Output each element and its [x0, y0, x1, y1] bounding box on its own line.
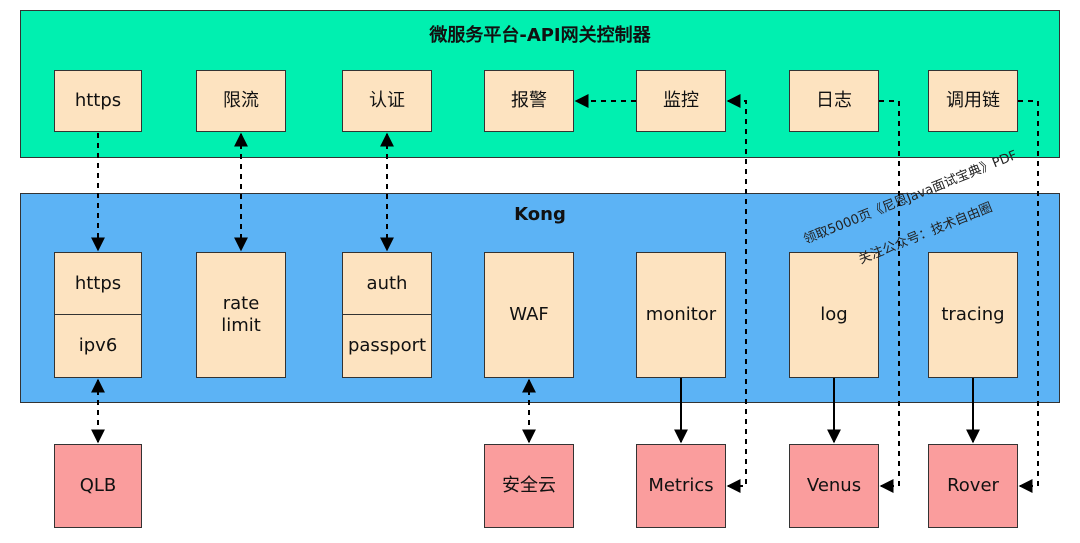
metrics-box: Metrics [636, 444, 726, 528]
arrow-log-venus-ctrl [879, 100, 900, 493]
qlb-box: QLB [54, 444, 142, 528]
kong-tracing-box: tracing [928, 252, 1018, 378]
rover-box: Rover [928, 444, 1018, 528]
arrow-metrics-monitor [726, 94, 747, 493]
kong-monitor-box: monitor [636, 252, 726, 378]
ctrl-alarm-box: 报警 [484, 70, 574, 132]
venus-box: Venus [789, 444, 879, 528]
kong-ipv6-box: ipv6 [54, 314, 142, 378]
ctrl-tracing-box: 调用链 [928, 70, 1018, 132]
ctrl-rate-limit-box: 限流 [196, 70, 286, 132]
kong-rate-limit-box: rate limit [196, 252, 286, 378]
ctrl-https-box: https [54, 70, 142, 132]
ctrl-log-box: 日志 [789, 70, 879, 132]
arrow-tracing-rover-ctrl [1018, 100, 1039, 493]
api-gateway-controller-panel: 微服务平台-API网关控制器 [20, 10, 1060, 158]
kong-title: Kong [514, 204, 566, 225]
controller-title: 微服务平台-API网关控制器 [429, 25, 651, 46]
kong-log-box: log [789, 252, 879, 378]
kong-auth-box: auth [342, 252, 432, 315]
kong-waf-box: WAF [484, 252, 574, 378]
security-cloud-box: 安全云 [484, 444, 574, 528]
ctrl-monitor-box: 监控 [636, 70, 726, 132]
kong-passport-box: passport [342, 314, 432, 378]
ctrl-auth-box: 认证 [342, 70, 432, 132]
kong-https-box: https [54, 252, 142, 315]
